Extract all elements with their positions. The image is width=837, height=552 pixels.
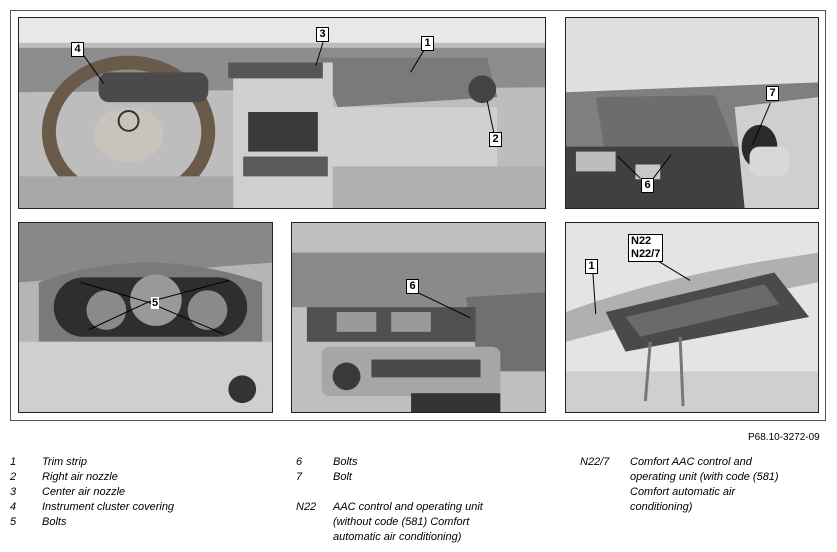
- legend-key: 6: [296, 456, 303, 468]
- callout-1: 1: [421, 36, 434, 51]
- legend-text: Trim strip: [42, 456, 88, 468]
- legend-text: Bolts: [333, 456, 358, 468]
- legend-key: N22/7: [580, 456, 610, 468]
- callout-1: 1: [585, 259, 598, 274]
- legend-key: 4: [10, 501, 17, 513]
- legend-item: 1 Trim strip: [10, 455, 280, 470]
- callout-7: 7: [766, 86, 779, 101]
- legend-item: 6 Bolts: [296, 455, 516, 470]
- legend-text: Right air nozzle: [42, 471, 118, 483]
- photo-right-side-bolts: 7 6: [565, 17, 819, 209]
- legend-key: N22: [296, 501, 317, 513]
- legend-key: 7: [296, 471, 303, 483]
- photo-removed-unit: N22 N22/7 1: [565, 222, 819, 413]
- legend-item: 4 Instrument cluster covering: [10, 500, 280, 515]
- legend-item: 5 Bolts: [10, 515, 280, 530]
- legend-text: Bolts: [42, 516, 67, 528]
- legend-column-3: N22/7 Comfort AAC control and operating u…: [580, 455, 780, 515]
- legend-item: 7 Bolt: [296, 470, 516, 485]
- photo-aac-unit-bolts: 6: [291, 222, 546, 413]
- callout-n22: N22 N22/7: [628, 234, 664, 262]
- callout-3: 3: [316, 27, 329, 42]
- legend-text: Comfort AAC control and operating unit (…: [630, 456, 779, 513]
- callout-5: 5: [151, 297, 160, 309]
- legend-item: 3 Center air nozzle: [10, 485, 280, 500]
- legend-key: 5: [10, 516, 17, 528]
- photo-instrument-cluster: 5: [18, 222, 273, 413]
- legend-spacer: [296, 485, 516, 500]
- callout-2: 2: [489, 132, 502, 147]
- callout-4: 4: [71, 42, 84, 57]
- legend-text: AAC control and operating unit (without …: [333, 501, 483, 543]
- legend-key: 2: [10, 471, 17, 483]
- legend-text: Bolt: [333, 471, 352, 483]
- legend-column-2: 6 Bolts 7 Bolt N22 AAC control and operatin…: [296, 455, 516, 545]
- legend-item: N22 AAC control and operating unit (witho…: [296, 500, 516, 545]
- legend-key: 1: [10, 456, 17, 468]
- legend-column-1: 1 Trim strip 2 Right air nozzle 3 Center ai…: [10, 455, 280, 530]
- photo-dashboard-overview: 4 3 1 2: [18, 17, 546, 209]
- legend-text: Instrument cluster covering: [42, 501, 175, 513]
- legend-key: 3: [10, 486, 17, 498]
- legend-item: 2 Right air nozzle: [10, 470, 280, 485]
- legend-item: N22/7 Comfort AAC control and operating u…: [580, 455, 780, 515]
- legend-text: Center air nozzle: [42, 486, 126, 498]
- callout-6: 6: [641, 178, 654, 193]
- callout-6: 6: [406, 279, 419, 294]
- reference-code: P68.10-3272-09: [748, 432, 820, 443]
